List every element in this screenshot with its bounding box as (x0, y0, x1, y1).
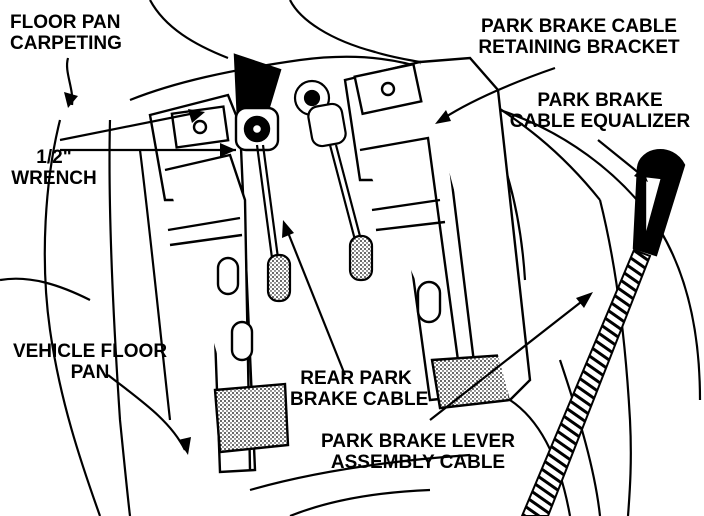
label-cable-equalizer-line-2: CABLE EQUALIZER (509, 111, 691, 132)
label-retaining-bracket-line-1: PARK BRAKE CABLE (481, 16, 677, 37)
lever-cable-leader-line (429, 294, 591, 421)
label-lever-assembly-cable-line-2: ASSEMBLY CABLE (330, 452, 506, 473)
leader-lines (59, 57, 646, 451)
label-cable-equalizer: PARK BRAKE CABLE EQUALIZER (500, 90, 700, 132)
label-wrench-line-1: 1/2" (36, 147, 72, 168)
label-retaining-bracket: PARK BRAKE CABLE RETAINING BRACKET (472, 16, 686, 58)
label-rear-park-brake-cable: REAR PARK BRAKE CABLE (290, 368, 429, 410)
park-brake-lever-assembly-cable (520, 248, 652, 516)
rear-cable-leader-line (283, 224, 347, 376)
label-rear-park-brake-cable-line-1: REAR PARK (300, 368, 412, 389)
wrench (233, 53, 282, 152)
park-brake-cable-equalizer (632, 149, 686, 257)
label-floor-pan-carpeting-line-1: FLOOR PAN (10, 12, 121, 33)
label-lever-assembly-cable-line-1: PARK BRAKE LEVER (321, 431, 515, 452)
label-vehicle-floor-pan-line-1: VEHICLE FLOOR (12, 341, 168, 362)
label-vehicle-floor-pan: VEHICLE FLOOR PAN (6, 341, 174, 383)
label-wrench: 1/2" WRENCH (4, 147, 104, 189)
label-cable-equalizer-line-1: PARK BRAKE (537, 90, 663, 111)
label-wrench-line-2: WRENCH (11, 168, 97, 189)
label-floor-pan-carpeting-line-2: CARPETING (10, 33, 122, 54)
label-vehicle-floor-pan-line-2: PAN (70, 362, 110, 383)
leader-arrowheads (64, 92, 648, 455)
label-floor-pan-carpeting: FLOOR PAN CARPETING (10, 12, 122, 54)
wrench-leader-line-upper (59, 110, 201, 142)
right-cable-bracket (343, 56, 532, 410)
equalizer-leader-line (597, 139, 646, 179)
rear-park-brake-cable (255, 144, 292, 303)
bracket-leader-line (437, 66, 556, 123)
label-rear-park-brake-cable-line-2: BRAKE CABLE (290, 389, 429, 410)
left-cable-bracket (148, 93, 290, 474)
label-retaining-bracket-line-2: RETAINING BRACKET (478, 37, 680, 58)
label-lever-assembly-cable: PARK BRAKE LEVER ASSEMBLY CABLE (318, 431, 518, 473)
second-park-brake-cable (293, 79, 374, 282)
